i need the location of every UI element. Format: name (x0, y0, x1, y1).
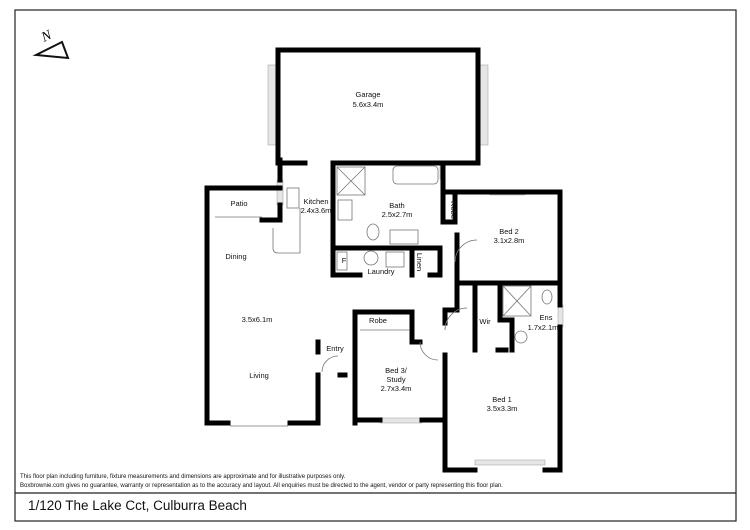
fridge-space (336, 251, 348, 271)
fixtures (215, 165, 553, 427)
garage-label: Garage (355, 90, 380, 99)
bed1-label: Bed 1 (492, 395, 512, 404)
bed3-size: 2.7x3.4m (381, 384, 412, 393)
disclaimer-line-2: Boxbrownie.com gives no guarantee, warra… (20, 483, 503, 489)
kitchen-sink-icon (286, 187, 300, 209)
kitchen-label: Kitchen (303, 197, 328, 206)
disclaimer-line-1: This floor plan including furniture, fix… (20, 474, 346, 480)
window (474, 459, 546, 466)
laundry-tub-icon (385, 251, 405, 268)
bed1-size: 3.5x3.3m (487, 404, 518, 413)
door-swings (321, 239, 478, 373)
compass-letter: N (38, 28, 54, 46)
kitchen-size: 2.4x3.6m (301, 206, 332, 215)
north-arrow-icon: N (32, 28, 70, 60)
window (276, 179, 284, 206)
ens-size: 1.7x2.1m (528, 323, 559, 332)
bathtub-icon (392, 165, 439, 185)
bath-label: Bath (389, 201, 404, 210)
property-address: 1/120 The Lake Cct, Culburra Beach (28, 498, 247, 513)
washer-icon (363, 250, 379, 266)
cooktop-icon (337, 199, 353, 221)
robe-bed2-label: Robe (449, 201, 458, 219)
entry-label: Entry (326, 344, 344, 353)
dining-label: Dining (225, 252, 246, 261)
room-labels: Garage 5.6x3.4m Kitchen 2.4x3.6m Bath 2.… (225, 90, 558, 413)
ensuite-toilet-icon (541, 289, 553, 305)
shower-icon (336, 166, 366, 196)
laundry-label: Laundry (367, 267, 394, 276)
linen-label: Linen (415, 253, 424, 271)
walls (204, 47, 563, 473)
garage-size: 5.6x3.4m (353, 100, 384, 109)
bath-size: 2.5x2.7m (382, 210, 413, 219)
ens-label: Ens (540, 313, 553, 322)
toilet-icon (366, 223, 380, 241)
fridge-label: F (342, 256, 347, 265)
wir-label: Wir (479, 317, 491, 326)
window (557, 304, 564, 328)
kitchen-bench (272, 208, 301, 254)
living-size: 3.5x6.1m (242, 315, 273, 324)
vanity-icon (389, 229, 419, 245)
patio-label: Patio (230, 199, 247, 208)
ensuite-shower-icon (502, 285, 532, 317)
bed3-label-2: Study (386, 375, 405, 384)
bed2-label: Bed 2 (499, 227, 519, 236)
bed2-size: 3.1x2.8m (494, 236, 525, 245)
page-frame (14, 9, 737, 522)
window (379, 417, 423, 424)
ensuite-basin-icon (514, 330, 528, 344)
robe-bed3-label: Robe (369, 316, 387, 325)
bed3-label: Bed 3/ (385, 366, 408, 375)
living-label: Living (249, 371, 269, 380)
